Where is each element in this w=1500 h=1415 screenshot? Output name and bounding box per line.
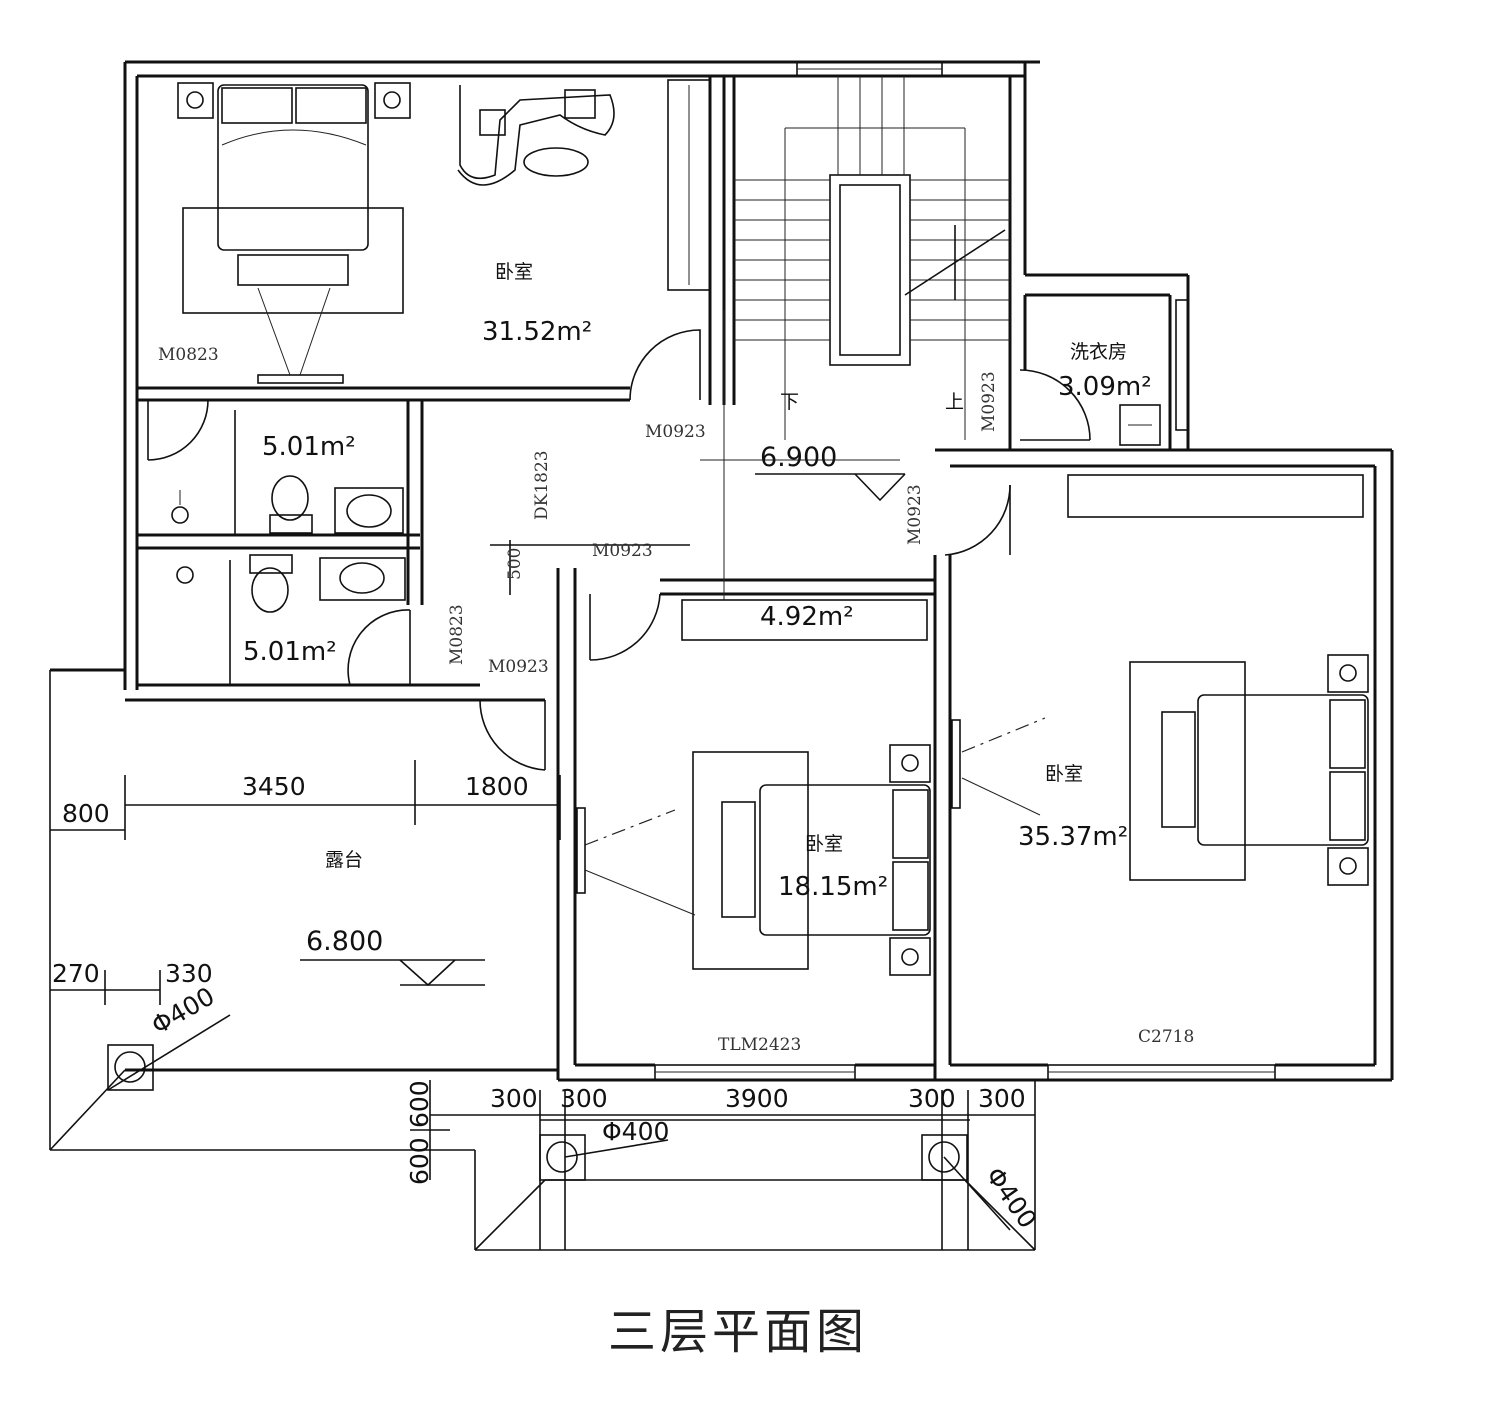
master-bedroom-area: 31.52m² [482,317,592,347]
bedroom-2-area: 18.15m² [778,872,888,902]
terrace-elevation: 6.800 [306,926,383,957]
toilet-2 [251,567,289,613]
code-m0923-e: M0923 [905,484,925,545]
code-tlm2423: TLM2423 [718,1035,801,1055]
bedroom-2-name: 卧室 [805,833,843,855]
staircase [700,76,1010,600]
dim-300-d: 300 [978,1084,1026,1113]
laundry-name: 洗衣房 [1070,341,1127,363]
bed-3 [1197,694,1369,846]
terrace-name: 露台 [325,849,363,871]
code-c2718: C2718 [1138,1027,1194,1047]
dim-600-a: 600 [405,1080,434,1128]
wardrobe-bed3 [1067,474,1364,518]
closet-area: 4.92m² [760,602,854,632]
rug-bed2 [692,751,809,970]
dim-300-b: 300 [560,1084,608,1113]
column-3 [921,1134,968,1181]
stair-up-label: 上 [945,391,964,413]
code-m0823-a: M0823 [158,345,219,365]
dim-3450: 3450 [242,772,306,801]
dim-500: 500 [505,548,525,580]
code-m0923-a: M0923 [645,422,706,442]
rug-master [182,207,404,314]
elevation-markers [300,473,906,987]
bedroom-3-area: 35.37m² [1018,822,1128,852]
bed-master [217,84,369,251]
dim-1800: 1800 [465,772,529,801]
bath-2-area: 5.01m² [243,637,337,667]
opening-codes: M0823 M0923 DK1823 M0923 M0823 M0923 M09… [158,345,1194,1055]
room-labels: 卧室 31.52m² 5.01m² 5.01m² 洗衣房 3.09m² 卧室 1… [243,261,1152,957]
dimension-lines [50,540,1035,1250]
sink-2 [319,557,406,601]
dim-800: 800 [62,799,110,828]
doors [147,329,1091,771]
furniture [107,79,1369,1181]
wardrobe-bed2 [681,599,928,641]
dim-300-a: 300 [490,1084,538,1113]
washer [1119,404,1161,446]
code-m0923-c: M0923 [488,657,549,677]
rug-bed3 [1129,661,1246,881]
toilet-1 [271,475,309,521]
dim-phi400-b: Φ400 [602,1117,669,1146]
dim-600-b: 600 [405,1137,434,1185]
dim-phi400-c: Φ400 [980,1162,1042,1234]
dim-3900: 3900 [725,1084,789,1113]
windows [654,61,1276,1081]
code-m0923-b: M0923 [592,541,653,561]
stair-down-label: 下 [780,391,799,413]
laundry-area: 3.09m² [1058,372,1152,402]
column-1 [107,1044,154,1091]
dim-300-c: 300 [908,1084,956,1113]
dim-270: 270 [52,959,100,988]
code-m0823-b: M0823 [447,604,467,665]
drawing-title: 三层平面图 [608,1304,868,1360]
code-m0923-d: M0923 [979,371,999,432]
bedroom-3-name: 卧室 [1045,763,1083,785]
wardrobe-master [667,79,711,291]
dim-330: 330 [165,959,213,988]
code-dk1823: DK1823 [532,450,552,520]
sink-1 [334,487,404,534]
bed-2 [759,784,931,936]
landing-elevation: 6.900 [760,442,837,473]
bath-1-area: 5.01m² [262,432,356,462]
master-bedroom-name: 卧室 [495,261,533,283]
dimension-labels: 3450 1800 800 270 330 Φ400 300 300 3900 … [52,548,1043,1234]
